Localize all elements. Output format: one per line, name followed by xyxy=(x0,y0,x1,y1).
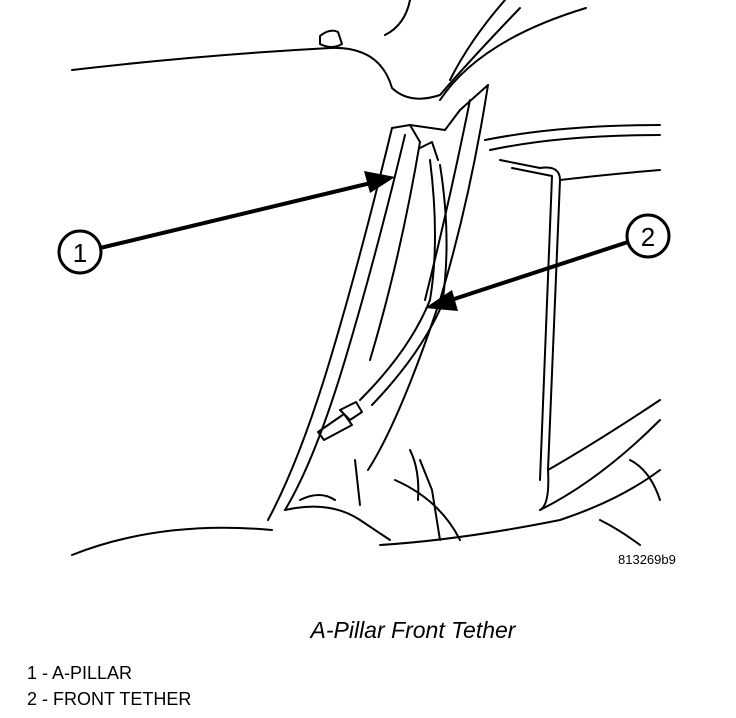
callout-1-circle xyxy=(57,229,103,275)
callout-1-leader xyxy=(99,180,376,250)
callout-2-circle xyxy=(625,213,671,259)
callout-1-arrowhead xyxy=(364,171,395,193)
legend-item-a-pillar: 1 - A-PILLAR xyxy=(27,663,133,683)
callout-2-leader xyxy=(444,240,629,304)
callout-1-number: 1 xyxy=(73,238,87,268)
callout-2: 2 xyxy=(425,213,671,311)
figure-id: 813269b9 xyxy=(618,552,676,567)
vehicle-line-art xyxy=(71,0,661,556)
callout-2-number: 2 xyxy=(641,222,655,252)
callout-2-arrowhead xyxy=(425,290,458,311)
callout-1: 1 xyxy=(57,171,395,275)
legend: 1 - A-PILLAR 2 - FRONT TETHER xyxy=(27,660,191,712)
figure-caption: A-Pillar Front Tether xyxy=(310,617,516,643)
legend-item-front-tether: 2 - FRONT TETHER xyxy=(27,689,192,709)
a-pillar-diagram: 1 2 xyxy=(57,0,671,556)
